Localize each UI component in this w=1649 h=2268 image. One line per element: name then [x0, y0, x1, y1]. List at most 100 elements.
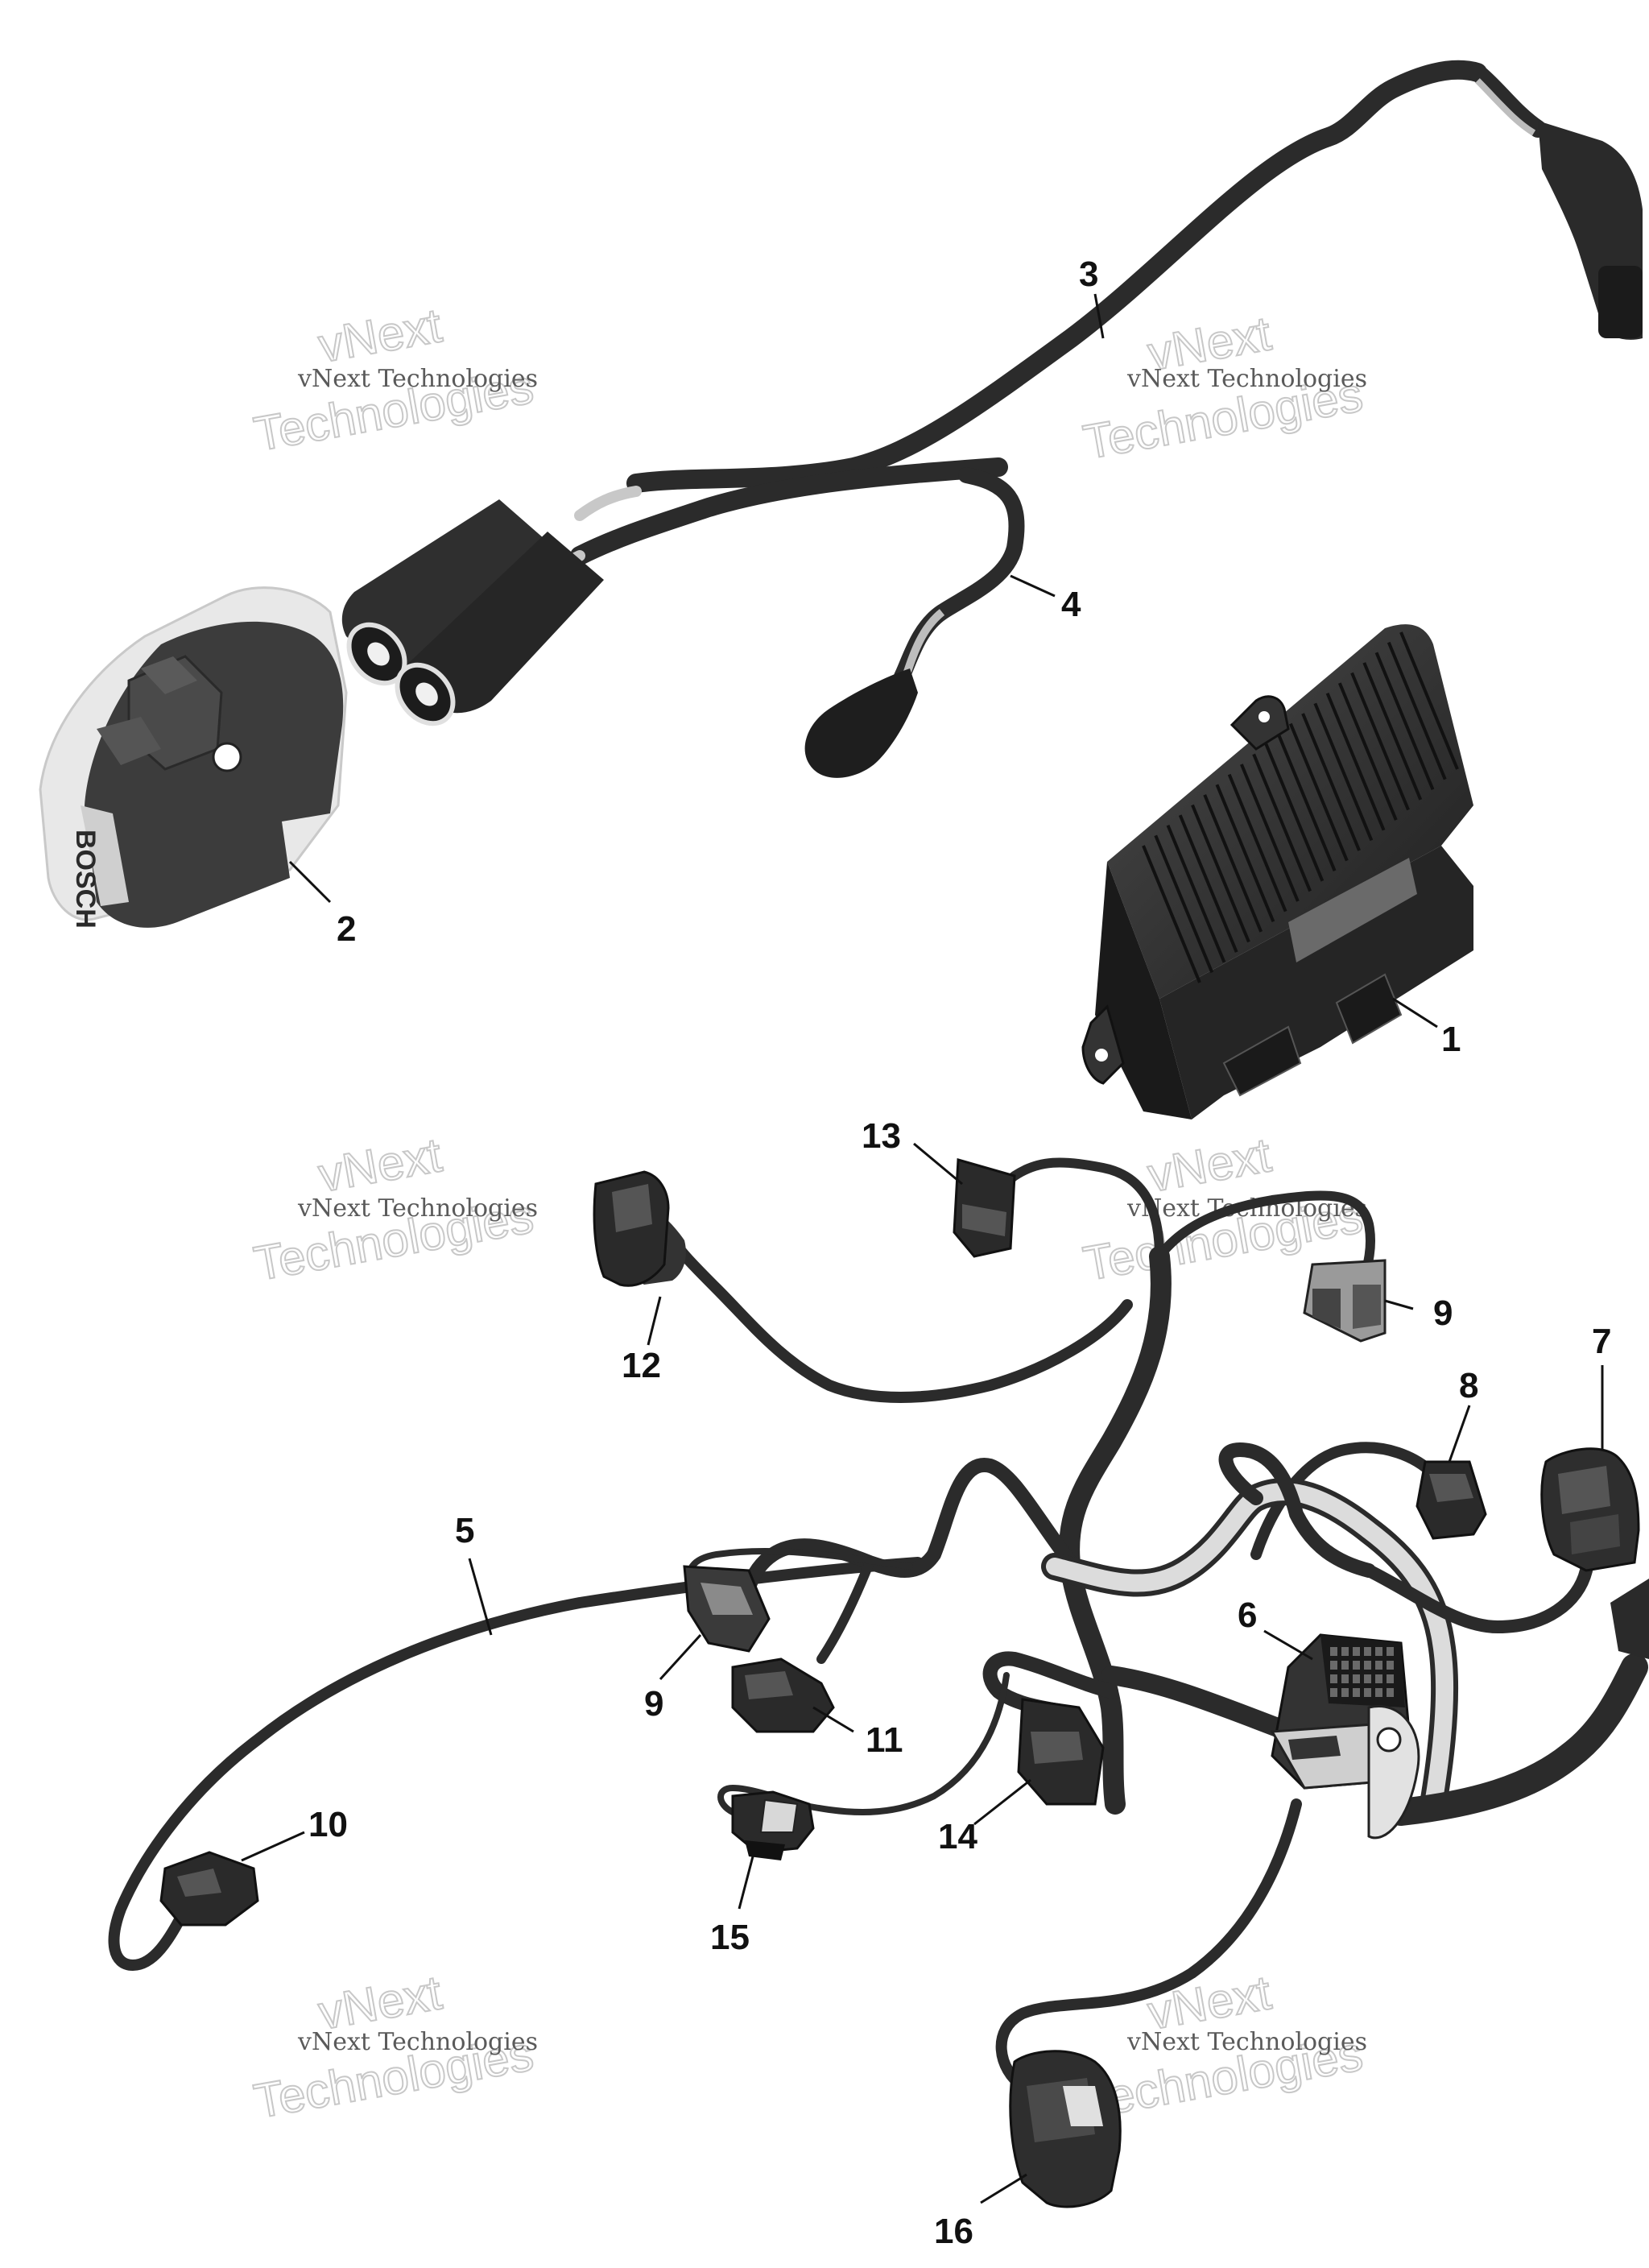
ecu-fin	[1399, 631, 1459, 770]
connector-pin	[1387, 1661, 1394, 1670]
ecu-fin	[1350, 672, 1410, 811]
leader-12	[647, 1296, 662, 1346]
ecu-fin	[1166, 825, 1226, 963]
connector-pin	[1387, 1647, 1394, 1656]
ecu-fin	[1325, 692, 1386, 831]
leader-14	[973, 1778, 1031, 1826]
connector-16	[1009, 2050, 1122, 2208]
callout-1: 1	[1441, 1020, 1461, 1059]
connector-pin	[1375, 1674, 1382, 1683]
dual-connector	[341, 499, 604, 726]
ecu-fin	[1313, 702, 1374, 842]
callout-7: 7	[1592, 1322, 1611, 1361]
callout-12: 12	[622, 1346, 661, 1385]
connector-pin	[1330, 1688, 1337, 1697]
leader-10	[241, 1831, 305, 1862]
harness-part-4	[804, 467, 1025, 778]
ecu-fin	[1387, 641, 1447, 780]
watermark-small: vNext Technologies	[297, 2028, 538, 2056]
watermark-line1: vNext	[1144, 1128, 1275, 1202]
ecu-fin	[1337, 682, 1398, 821]
connector-pin	[1330, 1674, 1337, 1683]
leader-11	[812, 1706, 854, 1733]
connector-pin	[1364, 1674, 1371, 1683]
connector-pin	[1387, 1688, 1394, 1697]
callout-11: 11	[866, 1720, 903, 1760]
connector-pin	[1375, 1661, 1382, 1670]
watermark-mid-left: vNext Technologies vNext Technologies	[250, 1127, 539, 1292]
watermark-bottom-right: vNext Technologies vNext Technologies	[1079, 1964, 1368, 2129]
ecu-fin	[1264, 743, 1325, 882]
leader-8	[1448, 1405, 1471, 1463]
ecu-fin	[1178, 814, 1238, 953]
ecu-fin	[1362, 662, 1423, 801]
callout-9-lower: 9	[644, 1684, 663, 1724]
connector-pin	[1341, 1661, 1349, 1670]
connector-pin	[1375, 1647, 1382, 1656]
connector-9-lower	[683, 1565, 771, 1653]
connector-6-pins	[1330, 1647, 1394, 1697]
ecu-fin	[1289, 722, 1349, 862]
callout-9-upper: 9	[1433, 1293, 1453, 1333]
connector-pin	[1364, 1688, 1371, 1697]
connector-pin	[1353, 1647, 1360, 1656]
watermark-small: vNext Technologies	[1126, 2028, 1367, 2056]
part-2-bosch-module: BOSCH	[39, 586, 348, 929]
connector-12	[593, 1170, 686, 1287]
harness-part-5	[108, 1157, 1648, 2108]
ecu-fin	[1203, 794, 1263, 933]
leader-lines	[241, 293, 1604, 2204]
watermark-line1: vNext	[315, 1128, 446, 1202]
connector-14	[1017, 1698, 1105, 1806]
ecu-fins	[1142, 631, 1459, 983]
connector-pin	[1387, 1674, 1394, 1683]
callout-13: 13	[862, 1116, 901, 1156]
connector-pin	[1353, 1674, 1360, 1683]
leader-1	[1392, 997, 1438, 1028]
connector-pin	[1341, 1674, 1349, 1683]
leader-16	[980, 2173, 1027, 2204]
callout-3: 3	[1079, 255, 1098, 294]
watermark-line1: vNext	[315, 298, 446, 373]
callout-5: 5	[455, 1511, 474, 1550]
connector-pin	[1353, 1661, 1360, 1670]
watermark-top-left: vNext Technologies vNext Technologies	[250, 297, 539, 462]
bosch-marking: BOSCH	[70, 830, 101, 929]
connector-13	[953, 1158, 1016, 1258]
connector-11	[731, 1658, 835, 1733]
leader-13	[913, 1142, 963, 1186]
leader-2	[288, 860, 332, 904]
connector-pin	[1341, 1688, 1349, 1697]
leader-15	[738, 1856, 754, 1910]
harness-part-3	[542, 60, 1643, 579]
ecu-fin	[1240, 764, 1300, 902]
ecu-fin	[1142, 845, 1201, 983]
connector-pin	[1341, 1647, 1349, 1656]
watermark-small: vNext Technologies	[297, 365, 538, 393]
ecu-fin	[1374, 652, 1435, 790]
watermark-small: vNext Technologies	[297, 1194, 538, 1223]
callout-10: 10	[308, 1805, 348, 1844]
ecu-fin	[1252, 753, 1312, 892]
callout-15: 15	[710, 1918, 750, 1957]
connector-pin	[1330, 1661, 1337, 1670]
leader-9-upper	[1384, 1299, 1414, 1310]
watermark-bottom-left: vNext Technologies vNext Technologies	[250, 1964, 539, 2129]
callout-2: 2	[337, 909, 356, 949]
leader-4	[1010, 574, 1056, 598]
part-1-ecu	[1081, 624, 1473, 1120]
connector-pin	[1364, 1661, 1371, 1670]
connector-10	[159, 1851, 259, 1927]
ecu-fin	[1301, 713, 1361, 851]
watermark-small: vNext Technologies	[1126, 365, 1367, 393]
connector-right-edge	[1610, 1579, 1649, 1659]
connector-pin	[1375, 1688, 1382, 1697]
connector-pin	[1364, 1647, 1371, 1656]
connector-7	[1540, 1447, 1640, 1572]
sensor-15	[731, 1790, 815, 1860]
watermark-top-right: vNext Technologies vNext Technologies	[1079, 305, 1368, 470]
callout-8: 8	[1459, 1366, 1478, 1405]
ecu-fin	[1215, 784, 1275, 923]
